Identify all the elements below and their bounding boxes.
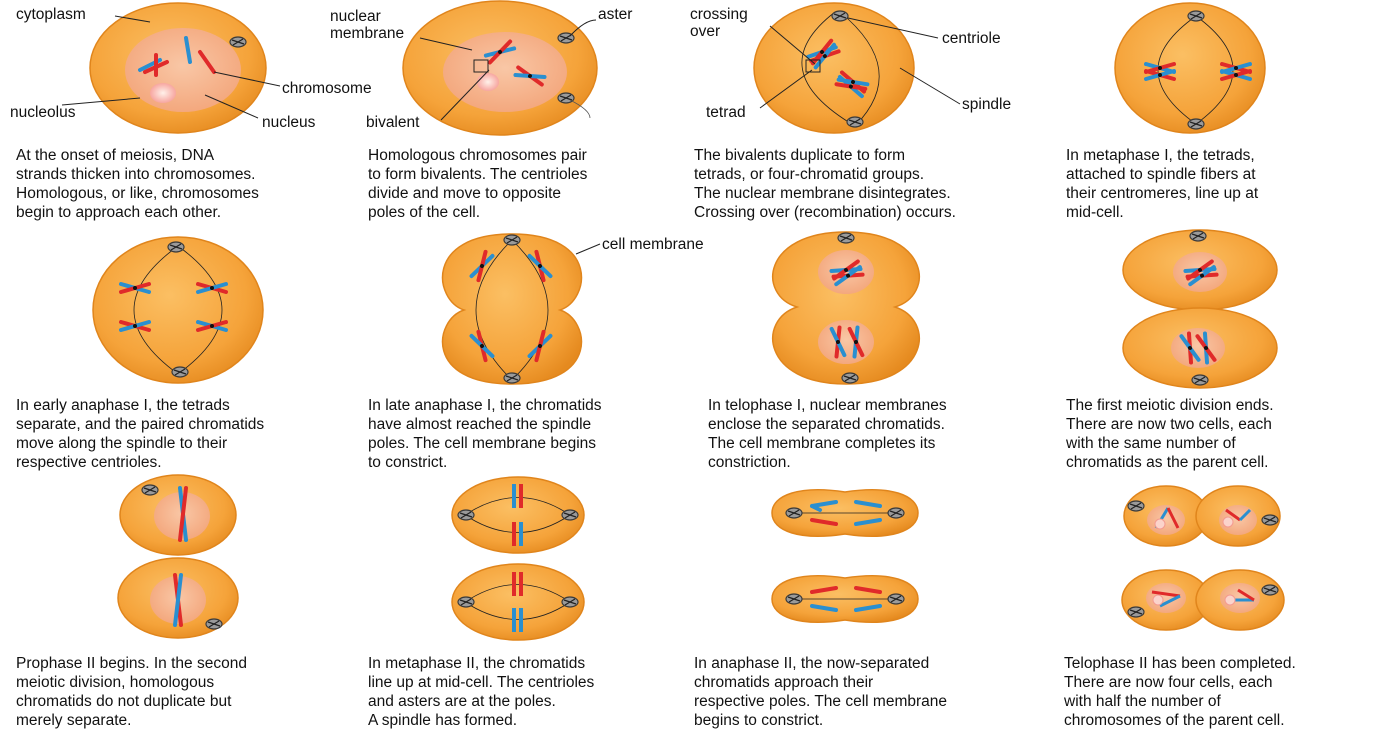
cell-metaphase-II	[452, 477, 584, 640]
label-spindle: spindle	[962, 96, 1011, 113]
caption-5: In early anaphase I, the tetrads separat…	[16, 396, 264, 472]
caption-3: The bivalents duplicate to form tetrads,…	[694, 146, 956, 222]
caption-1: At the onset of meiosis, DNA strands thi…	[16, 146, 259, 222]
label-nuclear-membrane: nuclear membrane	[330, 8, 404, 42]
cell-telophase-II	[1122, 486, 1284, 630]
caption-4: In metaphase I, the tetrads, attached to…	[1066, 146, 1258, 222]
label-cytoplasm: cytoplasm	[16, 6, 86, 23]
label-aster: aster	[598, 6, 632, 23]
cell-early-anaphase-I	[93, 237, 263, 383]
cell-prophase-II	[118, 475, 238, 638]
caption-9: Prophase II begins. In the second meioti…	[16, 654, 247, 730]
caption-12: Telophase II has been completed. There a…	[1064, 654, 1296, 730]
caption-10: In metaphase II, the chromatids line up …	[368, 654, 594, 730]
cell-first-division-end	[1123, 230, 1277, 388]
label-centriole: centriole	[942, 30, 1001, 47]
caption-8: The first meiotic division ends. There a…	[1066, 396, 1274, 472]
label-crossing-over: crossing over	[690, 6, 748, 40]
caption-11: In anaphase II, the now-separated chroma…	[694, 654, 947, 730]
cell-telophase-I	[773, 232, 920, 384]
cell-late-anaphase-I	[443, 234, 600, 384]
label-nucleus: nucleus	[262, 114, 315, 131]
caption-2: Homologous chromosomes pair to form biva…	[368, 146, 587, 222]
label-nucleolus: nucleolus	[10, 104, 76, 121]
caption-7: In telophase I, nuclear membranes enclos…	[708, 396, 947, 472]
caption-6: In late anaphase I, the chromatids have …	[368, 396, 602, 472]
label-bivalent: bivalent	[366, 114, 419, 131]
cell-prophase-onset	[62, 3, 280, 133]
cell-anaphase-II	[772, 490, 918, 622]
cell-tetrads	[754, 3, 960, 133]
label-cell-membrane: cell membrane	[602, 236, 704, 253]
label-chromosome: chromosome	[282, 80, 372, 97]
cell-metaphase-I	[1115, 3, 1265, 133]
label-tetrad: tetrad	[706, 104, 746, 121]
cell-bivalents	[403, 1, 597, 135]
